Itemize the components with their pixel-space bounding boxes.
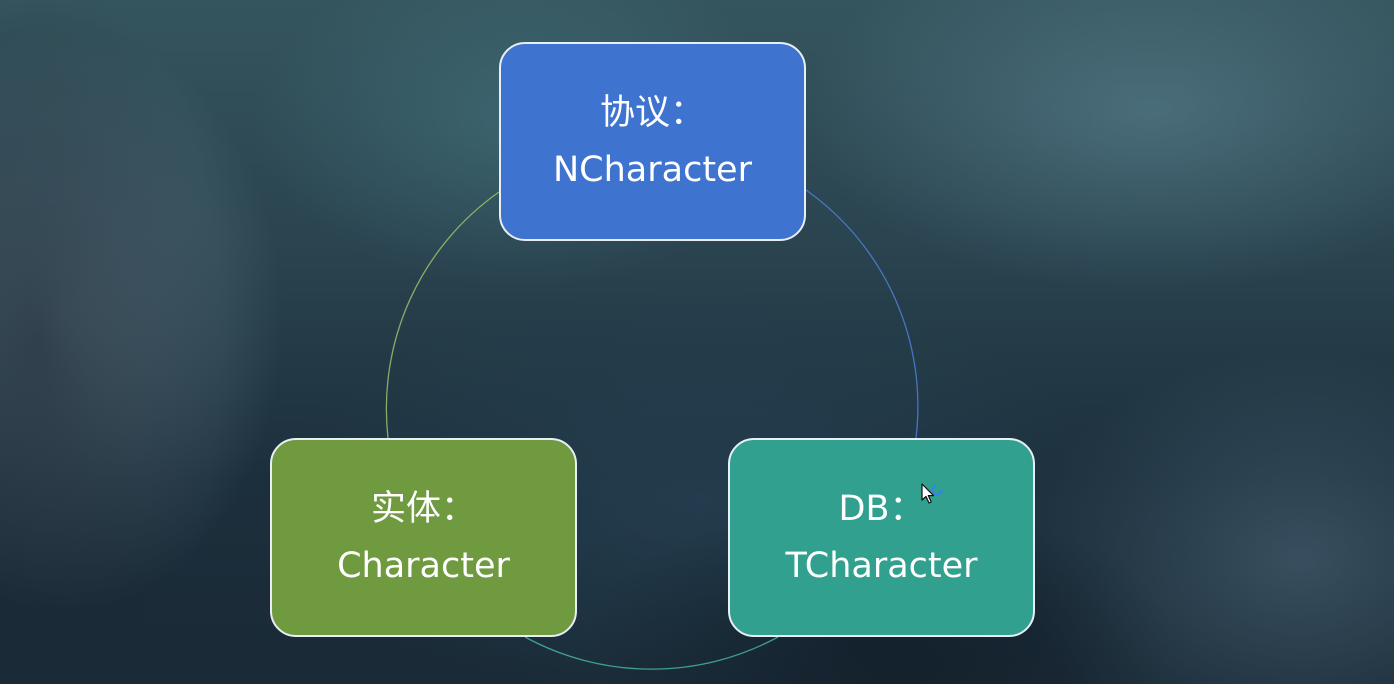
entity-node-title: 实体： [370, 488, 476, 529]
protocol-node-name: NCharacter [553, 149, 752, 190]
arc-entity-to-protocol [385, 191, 500, 439]
mouse-pointer-busy-icon [921, 483, 943, 504]
protocol-node: 协议： NCharacter [499, 42, 806, 241]
entity-node-name: Character [337, 545, 510, 586]
arc-protocol-to-db [805, 189, 919, 439]
db-node: DB： TCharacter [728, 438, 1035, 637]
protocol-node-title: 协议： [599, 92, 705, 133]
arc-db-to-entity [524, 636, 779, 670]
db-node-name: TCharacter [785, 545, 978, 586]
db-node-title: DB： [838, 488, 925, 529]
entity-node: 实体： Character [270, 438, 577, 637]
